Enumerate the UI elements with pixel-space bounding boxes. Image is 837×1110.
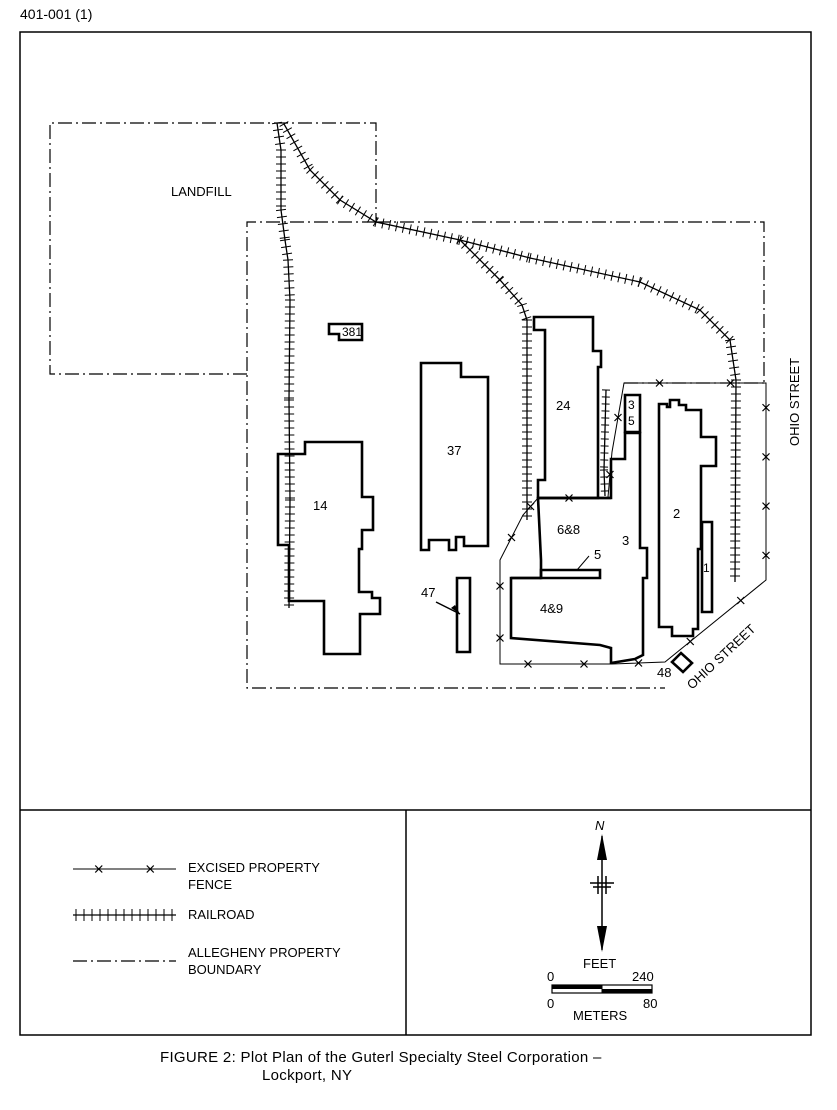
legend-railroad-label: RAILROAD [188, 907, 254, 922]
north-label: N [595, 818, 605, 833]
scale-feet-end: 240 [632, 969, 654, 984]
label-2: 2 [673, 506, 680, 521]
label-35-bottom: 5 [628, 414, 635, 428]
label-24: 24 [556, 398, 570, 413]
railroad-spur [456, 236, 532, 520]
building-2 [657, 398, 718, 638]
building-47 [455, 576, 472, 654]
label-68: 6&8 [557, 522, 580, 537]
caption-line2: Lockport, NY [262, 1067, 353, 1084]
building-381 [327, 322, 364, 342]
excised-property-fence [496, 379, 770, 668]
legend-fence-label-line2: FENCE [188, 877, 232, 892]
railroad-spur-2 [599, 389, 611, 497]
fence-line [496, 379, 770, 668]
label-3: 3 [622, 533, 629, 548]
building-5 [539, 568, 602, 580]
label-49: 4&9 [540, 601, 563, 616]
landfill-boundary [49, 122, 377, 375]
scale-meters-end: 80 [643, 996, 657, 1011]
legend-fence-symbol [73, 865, 176, 873]
legend-railroad-symbol [73, 909, 176, 921]
railroads [271, 121, 742, 609]
caption-line1: FIGURE 2: Plot Plan of the Guterl Specia… [160, 1049, 602, 1066]
label-47: 47 [421, 585, 435, 600]
building-37 [419, 361, 490, 552]
ohio-street-label-vertical: OHIO STREET [787, 358, 802, 446]
scale-bar [551, 984, 653, 994]
ohio-street-label-diagonal: OHIO STREET [684, 621, 759, 692]
landfill-label: LANDFILL [171, 184, 232, 199]
north-arrow [590, 834, 614, 952]
label-14: 14 [313, 498, 327, 513]
scale-feet-label: FEET [583, 956, 616, 971]
building-1 [700, 520, 714, 614]
legend-fence-line [73, 865, 176, 873]
label-48: 48 [657, 665, 671, 680]
legend-boundary-label-line2: BOUNDARY [188, 962, 262, 977]
scale-meters-label: METERS [573, 1008, 628, 1023]
label-35-top: 3 [628, 398, 635, 412]
document-id: 401-001 (1) [20, 6, 93, 22]
building-5-leader [576, 555, 590, 571]
legend-fence-label-line1: EXCISED PROPERTY [188, 860, 320, 875]
label-37: 37 [447, 443, 461, 458]
scale-meters-start: 0 [547, 996, 554, 1011]
legend-boundary-label-line1: ALLEGHENY PROPERTY [188, 945, 341, 960]
railroad-west [271, 121, 296, 609]
map-frame [19, 31, 812, 1036]
building-3-complex [509, 431, 649, 665]
label-1: 1 [703, 561, 710, 575]
scale-feet-start: 0 [547, 969, 554, 984]
allegheny-boundary-top [376, 221, 765, 383]
building-47-leader [435, 601, 461, 615]
figure-caption: FIGURE 2: Plot Plan of the Guterl Specia… [160, 1049, 602, 1085]
building-14 [276, 440, 382, 656]
label-5: 5 [594, 547, 601, 562]
allegheny-boundary-west [246, 221, 665, 689]
railroad-main [279, 121, 742, 583]
building-48 [670, 651, 694, 674]
label-381: 381 [342, 325, 362, 339]
